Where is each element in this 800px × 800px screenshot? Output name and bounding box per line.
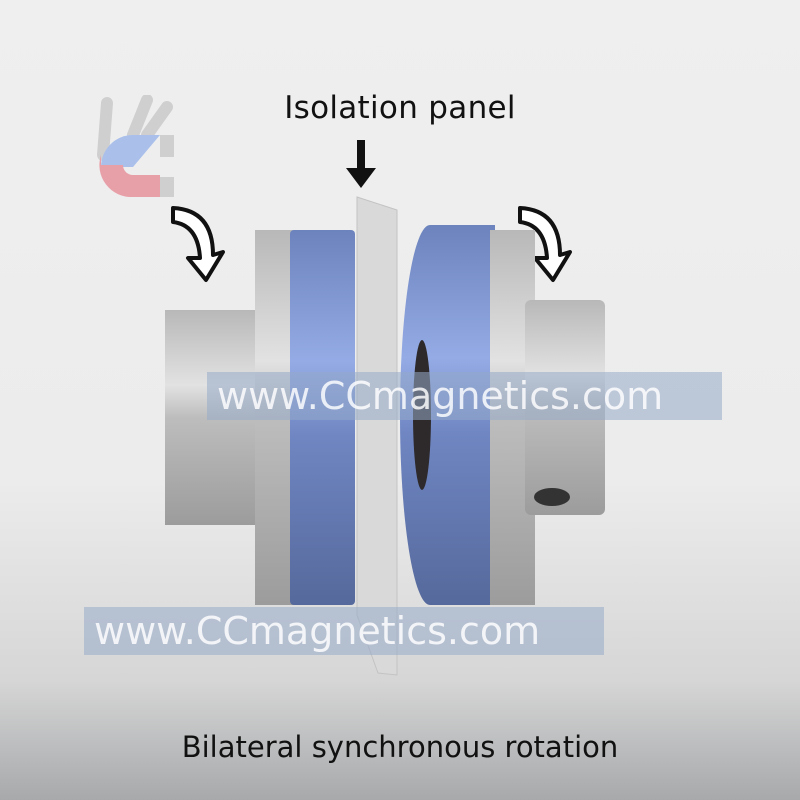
watermark-top: www.CCmagnetics.com bbox=[207, 372, 722, 420]
rotation-arrow-left-icon bbox=[171, 206, 225, 282]
horseshoe-magnet-icon bbox=[97, 95, 174, 198]
isolation-panel-label: Isolation panel bbox=[284, 90, 516, 126]
down-arrow-icon bbox=[346, 140, 376, 188]
caption: Bilateral synchronous rotation bbox=[181, 730, 619, 764]
watermark-bottom: www.CCmagnetics.com bbox=[84, 607, 604, 655]
rotation-arrow-right-icon bbox=[518, 206, 572, 282]
